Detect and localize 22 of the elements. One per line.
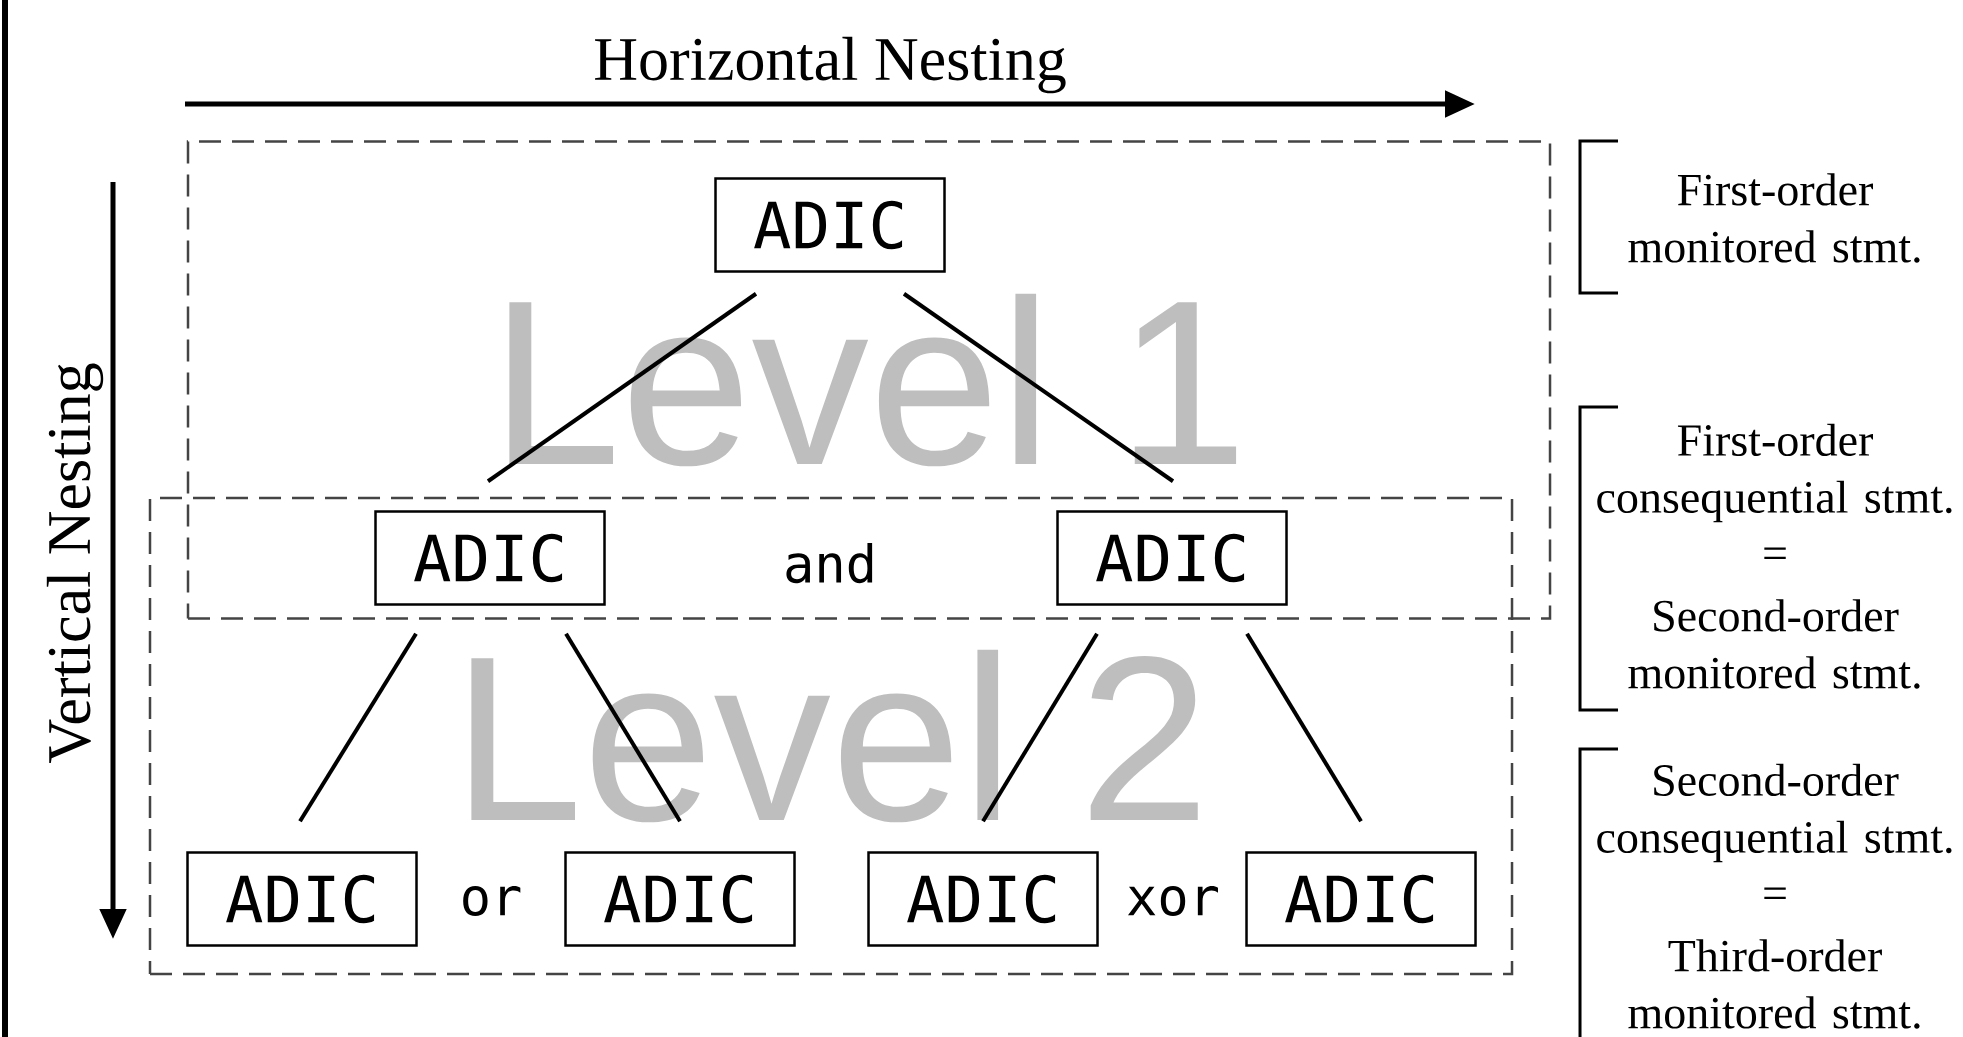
- operator-label: or: [463, 886, 521, 916]
- connector-line: [1245, 632, 1363, 823]
- adic-box: ADIC: [1056, 510, 1288, 606]
- adic-box: ADIC: [1245, 851, 1477, 947]
- bracket-note: =: [1764, 547, 1786, 559]
- bracket-note: =: [1764, 887, 1786, 899]
- bracket-note: Second-order consequential stmt.: [1597, 763, 1952, 863]
- connector-line: [298, 632, 418, 823]
- adic-box: ADIC: [374, 510, 606, 606]
- operator-label: and: [786, 542, 873, 584]
- axis-title: Horizontal Nesting: [595, 36, 1066, 94]
- bracket-note: First-order consequential stmt.: [1597, 423, 1952, 523]
- adic-box: ADIC: [867, 851, 1099, 947]
- bracket-note: Second-order monitored stmt.: [1628, 599, 1920, 689]
- bracket-note: Third-order monitored stmt.: [1628, 939, 1920, 1029]
- adic-box: ADIC: [564, 851, 796, 947]
- operator-label: xor: [1128, 886, 1218, 916]
- adic-box: ADIC: [714, 177, 946, 273]
- bracket-note: First-order monitored stmt.: [1628, 173, 1920, 263]
- connector-line: [981, 632, 1099, 823]
- axis-title: Vertical Nesting: [46, 363, 104, 763]
- adic-box: ADIC: [186, 851, 418, 947]
